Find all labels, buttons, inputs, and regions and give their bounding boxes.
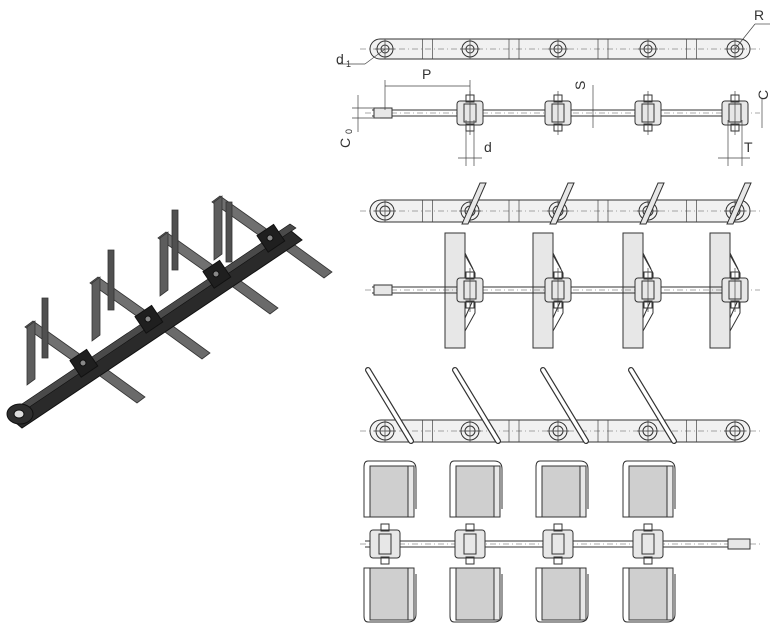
box-flight-upper-side [666,465,674,518]
chain-end [373,107,393,119]
drawing-6-box-flights-top [360,460,760,623]
photo-scraper-blade-side [225,201,233,263]
photo-attachment-bolt [266,234,274,242]
photo-chain-bar [9,229,303,429]
angled-flight [461,182,487,225]
leader-R [734,23,756,50]
box-flight-upper [628,465,668,518]
pin-head [643,556,653,565]
drawing-4-bent-plates-top [365,232,760,349]
box-flight-lower [541,567,581,621]
pin-head [465,556,475,565]
box-flight-lower-side [493,567,501,621]
drawing-2-top-view [352,80,763,166]
box-flight-lower-side [407,567,415,621]
rod-flight-inner [366,368,413,443]
chain-drawings: R d 1 P S C C 0 d T [336,7,771,623]
box-flight-upper-frame [535,460,589,518]
pin-head [643,523,653,532]
photo-chain-end-hole [13,409,25,419]
link-plate [454,529,486,559]
photo-scraper-blade-side [41,297,49,359]
dim-label-d1-sub: 1 [346,59,351,69]
photo-scraper-blade-edge [159,231,169,297]
rod-flight-inner [453,368,500,443]
angled-flight [639,182,665,225]
box-flight-upper-frame [622,460,676,518]
box-flight-upper-side [579,465,587,518]
dim-label-C0: C [337,138,353,148]
rod-flight-inner [541,368,588,443]
dim-label-S: S [572,81,588,90]
chain-photo [6,195,333,429]
pin-head [553,556,563,565]
pin-head [380,523,390,532]
photo-scraper-blade-edge [91,276,101,342]
box-flight-lower [628,567,668,621]
dim-label-P: P [422,66,431,82]
box-flight-lower-side [666,567,674,621]
dim-label-d: d [484,139,492,155]
box-flight-lower [455,567,495,621]
box-flight-upper [369,465,409,518]
box-flight-upper-frame [363,460,417,518]
dim-label-C0-sub: 0 [344,129,354,134]
box-flight-upper [455,465,495,518]
dim-label-R: R [754,7,764,23]
angled-flight [549,182,575,225]
photo-scraper-blade-side [107,249,115,311]
dim-label-C: C [755,90,771,100]
angled-flight [726,182,752,225]
dim-label-T: T [744,139,753,155]
photo-scraper-plates [24,195,333,404]
link-plate [369,529,401,559]
drawing-5-rod-flights-side [360,367,760,444]
link-plate [542,529,574,559]
box-flight-upper-frame [449,460,503,518]
box-flight-upper-side [407,465,415,518]
photo-attachment-bolt [79,359,87,367]
pin-block [551,533,565,555]
rod-flight-inner [629,368,676,443]
photo-attachment-bolt [144,315,152,323]
pin-block [378,533,392,555]
box-flight-upper-side [493,465,501,518]
photo-scraper-blade-edge [213,195,223,261]
drawing-3-angled-flights-side [360,182,760,225]
chain-end [373,284,393,296]
pin-block [641,533,655,555]
photo-scraper-blade-edge [26,320,36,386]
link-plate [632,529,664,559]
box-flight-upper [541,465,581,518]
box-flight-lower [369,567,409,621]
drawing-1-side-view [338,23,770,65]
dim-label-d1: d [336,51,344,67]
chain-end [727,538,751,550]
pin-head [380,556,390,565]
leader-d1 [364,48,386,65]
pin-block [463,533,477,555]
photo-chain [6,223,303,429]
pin-head [465,523,475,532]
pin-head [553,523,563,532]
box-flight-lower-side [579,567,587,621]
photo-attachment-bolt [212,270,220,278]
photo-scraper-blade-side [171,209,179,271]
